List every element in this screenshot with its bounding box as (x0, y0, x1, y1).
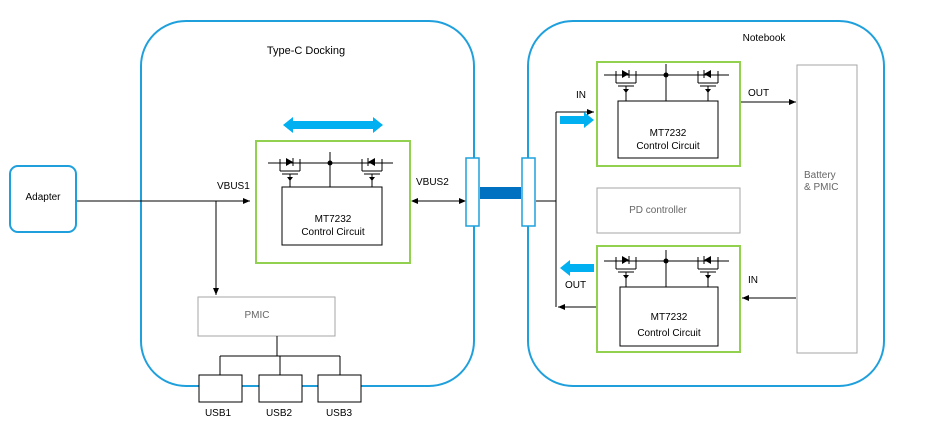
usb3-label: USB3 (326, 408, 353, 419)
adapter-box (9, 165, 77, 233)
bottom-in-label: IN (748, 275, 758, 286)
top-out-label: OUT (748, 88, 769, 99)
bottom-chip-sub: Control Circuit (637, 328, 701, 339)
bidirectional-flow-arrow (283, 117, 383, 133)
notebook-title: Notebook (743, 33, 787, 44)
docking-connector (465, 157, 480, 227)
docking-chip-sub: Control Circuit (301, 227, 365, 238)
battery-label-line2: & PMIC (804, 182, 838, 193)
docking-chip-name: MT7232 (315, 214, 352, 225)
usb3-port (317, 374, 362, 403)
pmic-box (197, 296, 336, 337)
notebook-top-control-circuit (617, 100, 719, 159)
top-in-label: IN (576, 90, 586, 101)
vbus2-label: VBUS2 (416, 177, 449, 188)
docking-title: Type-C Docking (267, 45, 345, 57)
notebook-bottom-control-circuit (619, 286, 719, 347)
docking-chip-box (255, 140, 411, 264)
docking-control-circuit (281, 186, 383, 246)
battery-label-line1: Battery (804, 170, 836, 181)
usb2-port (258, 374, 303, 403)
usb1-label: USB1 (205, 408, 232, 419)
usb2-label: USB2 (266, 408, 293, 419)
notebook-bottom-chip-box (596, 245, 741, 353)
vbus1-label: VBUS1 (217, 181, 250, 192)
pmic-label: PMIC (245, 310, 270, 321)
type-c-cable (480, 187, 521, 199)
notebook-connector (521, 157, 536, 227)
inbound-flow-arrow (560, 112, 594, 128)
adapter-label: Adapter (25, 192, 61, 203)
top-chip-sub: Control Circuit (636, 141, 700, 152)
usb1-port (198, 374, 243, 403)
bottom-chip-name: MT7232 (651, 312, 688, 323)
outbound-flow-arrow (560, 260, 594, 276)
bottom-out-label: OUT (565, 280, 586, 291)
battery-pmic-box (796, 64, 858, 354)
notebook-top-chip-box (596, 61, 741, 167)
top-chip-name: MT7232 (650, 128, 687, 139)
pd-controller-label: PD controller (629, 205, 687, 216)
pd-controller-box (596, 187, 741, 234)
